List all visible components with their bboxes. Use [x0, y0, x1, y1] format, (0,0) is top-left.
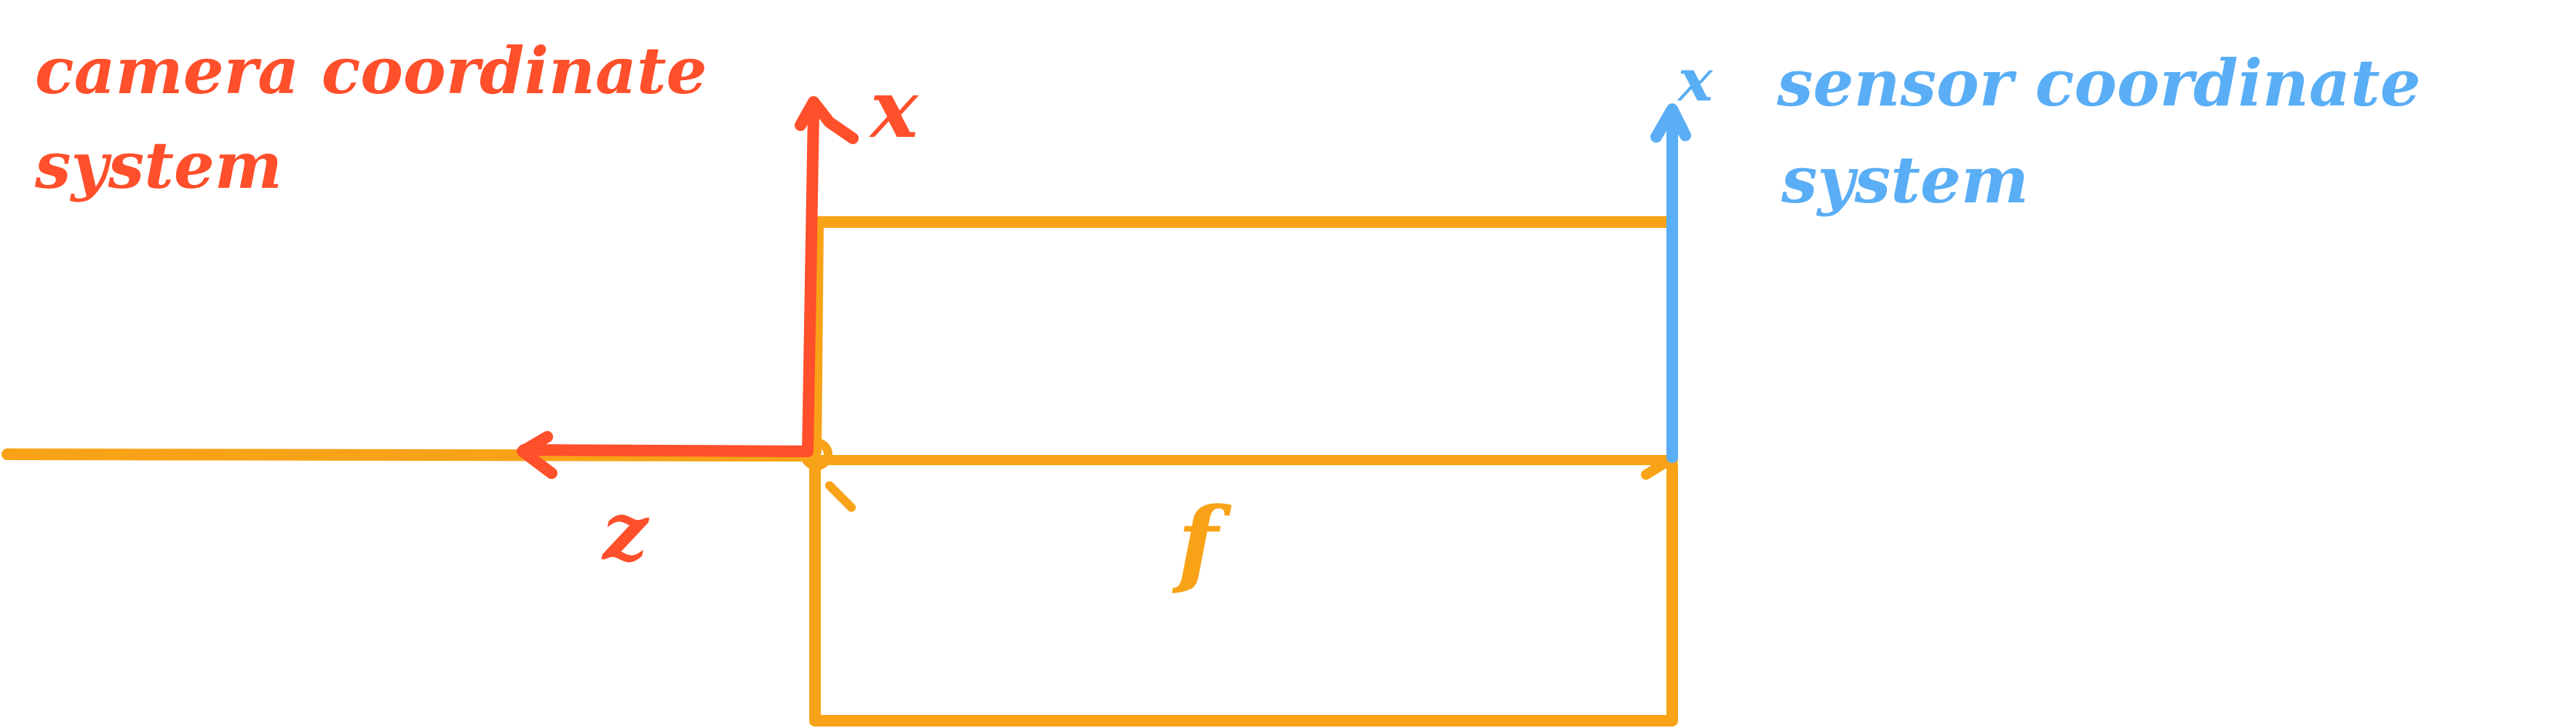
- sensor-system-label-line2: system: [1781, 142, 2029, 218]
- focal-length-arrow: [811, 455, 1675, 480]
- sensor-system-label-line1: sensor coordinate: [1776, 45, 2421, 121]
- sensor-x-axis-arrowhead: [1650, 103, 1691, 143]
- sensor-x-axis-label: x: [1677, 46, 1714, 114]
- pinhole-vertical-upper: [811, 217, 824, 456]
- camera-x-axis-label: x: [869, 62, 919, 156]
- camera-z-axis-line: [518, 444, 814, 457]
- camera-z-axis-arrowhead: [517, 431, 557, 479]
- camera-system-label-line1: camera coordinate: [35, 33, 707, 108]
- camera-x-axis-line: [802, 105, 819, 457]
- camera-z-axis-label: z: [601, 484, 650, 578]
- lower-box: [809, 460, 1678, 727]
- geometry-layer: [1, 216, 1678, 727]
- sensor-axes: [1650, 103, 1691, 463]
- pinhole-arrow-tick: [825, 481, 856, 512]
- label-layer: camera coordinate system x z x sensor co…: [34, 33, 2421, 598]
- camera-system-label-line2: system: [34, 127, 282, 203]
- camera-axes: [517, 96, 859, 479]
- camera-x-axis-arrowhead: [795, 96, 859, 144]
- focal-length-label: f: [1172, 486, 1232, 598]
